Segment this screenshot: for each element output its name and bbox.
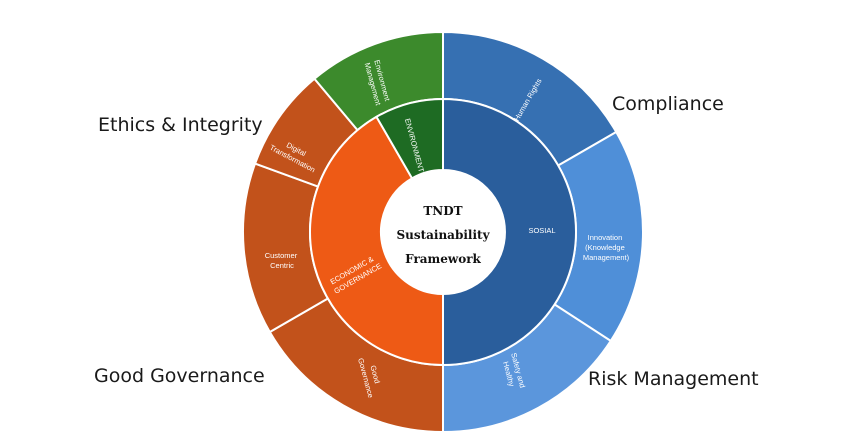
center-line-2: Sustainability [396, 228, 490, 242]
side-label-compliance: Compliance [612, 93, 724, 115]
label-customer-line1: Customer [265, 251, 298, 260]
inner-segment-environment [375, 97, 444, 180]
label-customer-line2: Centric [270, 261, 294, 270]
inner-segment-economic-governance [309, 115, 444, 367]
center-line-3: Framework [405, 252, 481, 266]
side-label-risk-management: Risk Management [588, 368, 759, 390]
side-label-ethics: Ethics & Integrity [98, 114, 263, 136]
label-innovation-line3: Management) [583, 253, 630, 262]
label-innovation: Innovation (Knowledge Management) [583, 233, 630, 262]
label-innovation-line2: (Knowledge [585, 243, 625, 252]
center-circle [383, 172, 503, 292]
label-customer-centric: Customer Centric [265, 251, 300, 270]
center-line-1: TNDT [423, 204, 462, 218]
inner-segment-sosial [442, 97, 577, 367]
side-label-good-governance: Good Governance [94, 365, 265, 387]
label-innovation-line1: Innovation [588, 233, 623, 242]
label-sosial: SOSIAL [528, 226, 555, 235]
